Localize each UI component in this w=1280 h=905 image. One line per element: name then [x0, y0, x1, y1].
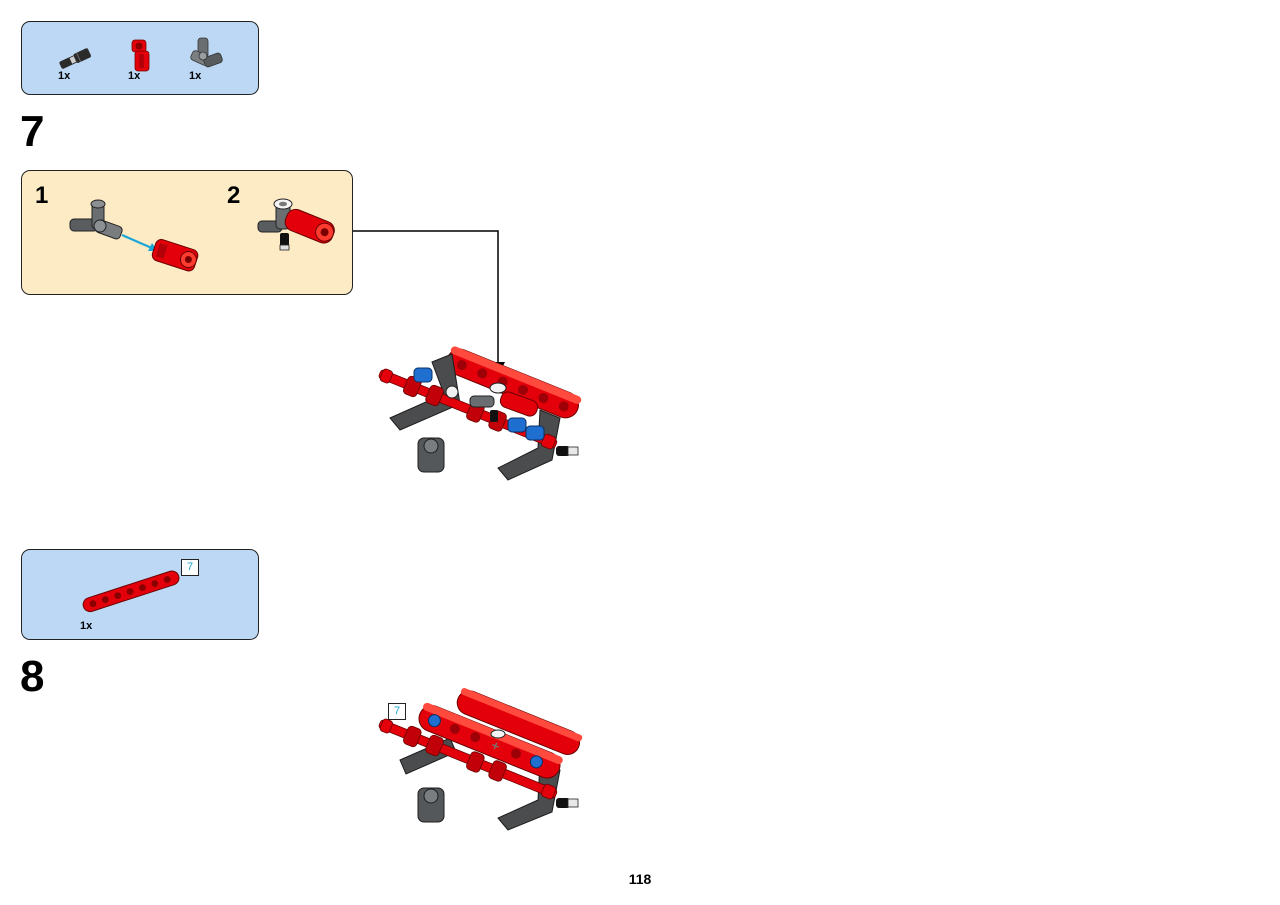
page-number: 118	[628, 871, 652, 887]
substep-number: 1	[35, 182, 49, 209]
part-qty: 1x	[189, 70, 202, 82]
axle-pin-icon	[59, 48, 91, 69]
red-connector-icon	[131, 39, 150, 72]
step8-parts-list: 7 1x	[21, 549, 259, 640]
blue-pin-icon	[413, 367, 545, 441]
substep2-illustration	[257, 198, 335, 251]
part-qty: 1x	[58, 70, 71, 82]
subassembly-callout: 1 2	[21, 170, 353, 295]
red-beam-7-icon	[82, 570, 180, 613]
svg-text:+: +	[489, 738, 502, 754]
substep-number: 2	[227, 182, 241, 209]
gray-angle-connector-icon	[190, 37, 223, 68]
insert-arrow	[121, 233, 155, 251]
length-badge: 7	[388, 703, 406, 720]
part-qty: 1x	[80, 620, 93, 632]
length-badge: 7	[181, 559, 199, 576]
part-qty: 1x	[128, 70, 141, 82]
step7-model-illustration	[378, 346, 582, 481]
step7-parts-list: 1x 1x 1x	[21, 21, 259, 95]
step-number: 8	[20, 652, 45, 701]
step8-model-illustration: +	[378, 688, 583, 831]
step-number: 7	[20, 107, 45, 156]
substep1-illustration	[69, 199, 199, 272]
